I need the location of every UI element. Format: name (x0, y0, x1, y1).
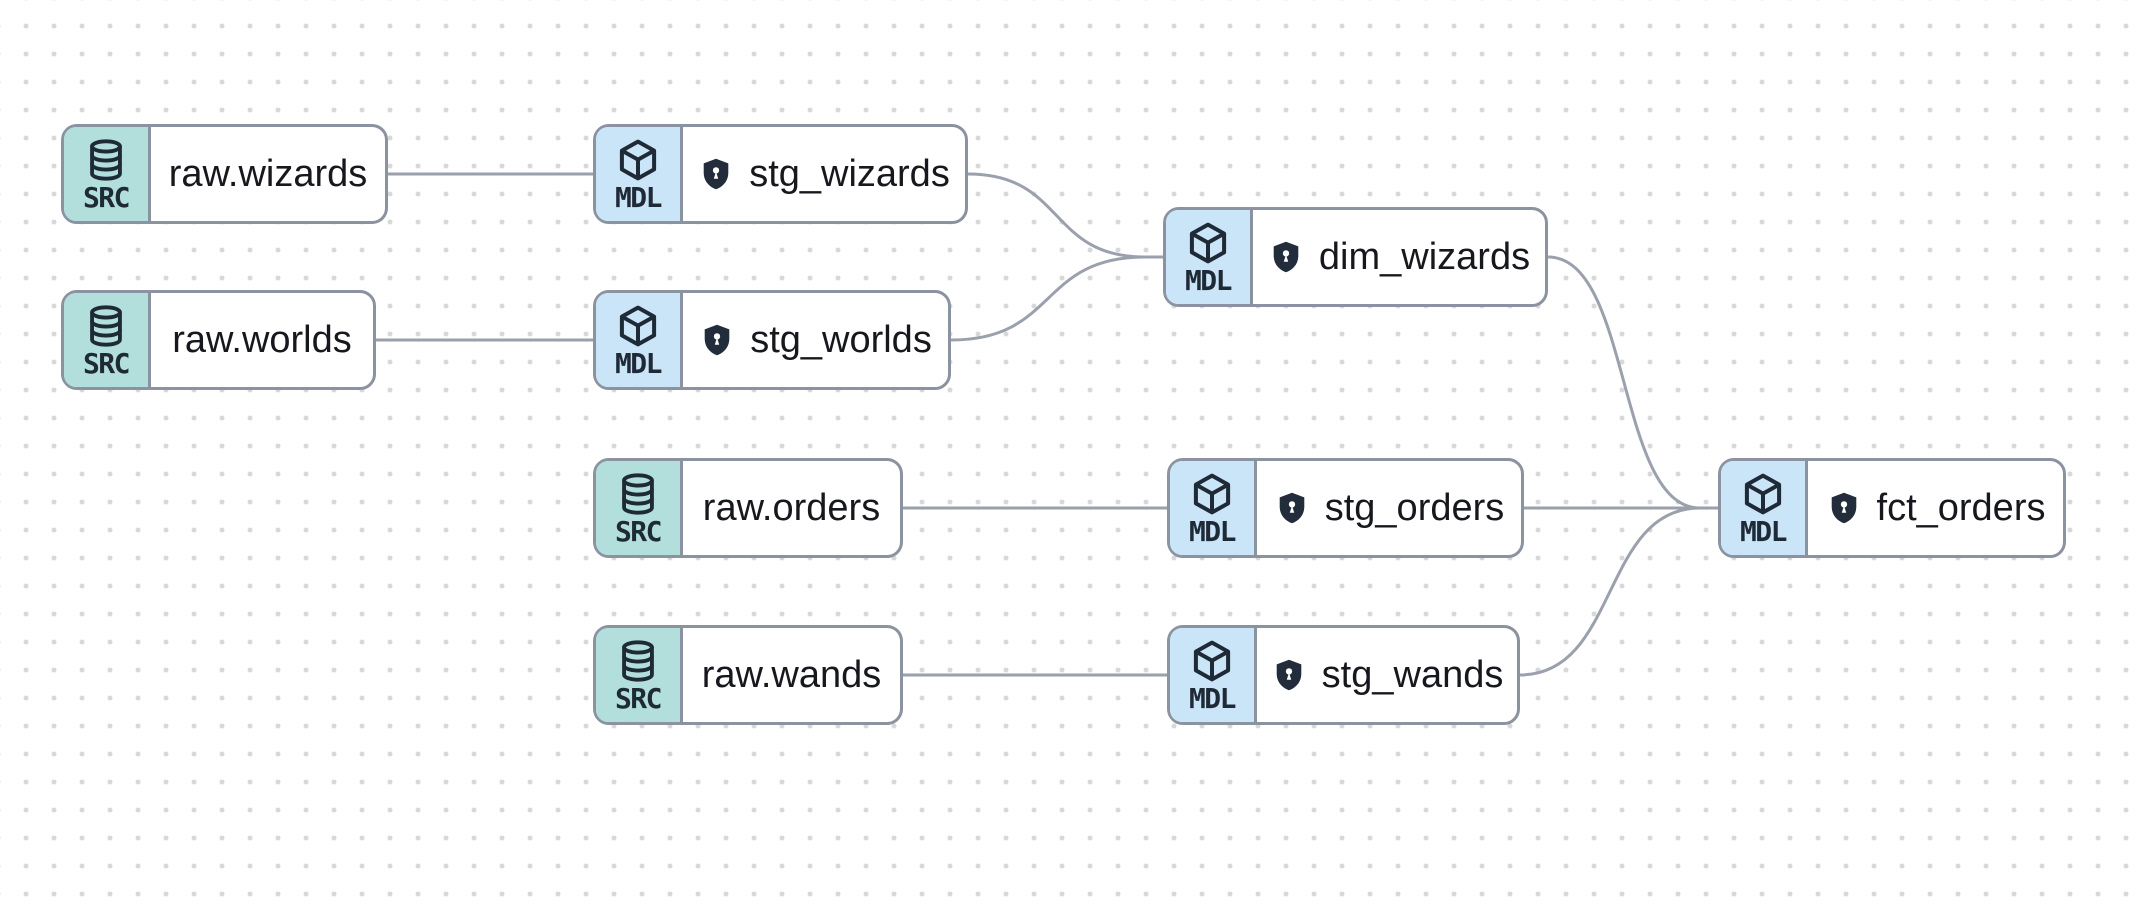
node-type-label: SRC (614, 681, 663, 715)
node-type-badge: SRC (596, 628, 683, 722)
node-type-label: SRC (82, 180, 131, 214)
node-raw_orders[interactable]: SRC raw.orders (593, 458, 903, 558)
node-type-label: SRC (614, 514, 663, 548)
node-type-badge: MDL (1170, 628, 1257, 722)
node-type-label: MDL (1188, 514, 1237, 548)
node-type-label: MDL (614, 346, 663, 380)
model-icon (1189, 471, 1235, 517)
node-type-badge: SRC (596, 461, 683, 555)
node-type-badge: MDL (596, 127, 683, 221)
node-type-label: SRC (82, 346, 131, 380)
node-raw_wizards[interactable]: SRC raw.wizards (61, 124, 388, 224)
edge-stg_worlds-to-dim_wizards (950, 255, 1163, 342)
node-type-badge: MDL (1170, 461, 1257, 555)
node-stg_wizards[interactable]: MDL stg_wizards (593, 124, 968, 224)
node-type-badge: SRC (64, 127, 151, 221)
edge-dim_wizards-to-fct_orders (1547, 255, 1718, 510)
node-label: raw.wands (701, 654, 882, 696)
model-icon (615, 137, 661, 183)
model-icon (1189, 638, 1235, 684)
shield-icon (1274, 488, 1310, 528)
node-label: stg_wands (1321, 654, 1504, 696)
database-icon (84, 303, 128, 349)
node-dim_wizards[interactable]: MDL dim_wizards (1163, 207, 1548, 307)
node-label: raw.worlds (172, 319, 352, 361)
node-raw_wands[interactable]: SRC raw.wands (593, 625, 903, 725)
node-label: stg_wizards (749, 153, 950, 195)
node-type-label: MDL (1184, 263, 1233, 297)
shield-icon (1268, 237, 1304, 277)
node-type-label: MDL (1188, 681, 1237, 715)
node-label: raw.orders (702, 487, 881, 529)
node-label: fct_orders (1876, 487, 2046, 529)
node-type-label: MDL (1739, 514, 1788, 548)
node-type-badge: MDL (1166, 210, 1253, 304)
node-raw_worlds[interactable]: SRC raw.worlds (61, 290, 376, 390)
node-stg_wands[interactable]: MDL stg_wands (1167, 625, 1520, 725)
node-type-badge: MDL (596, 293, 683, 387)
node-label: stg_worlds (750, 319, 932, 361)
edge-stg_wizards-to-dim_wizards (967, 172, 1163, 259)
database-icon (616, 638, 660, 684)
node-label: stg_orders (1324, 487, 1505, 529)
node-stg_orders[interactable]: MDL stg_orders (1167, 458, 1524, 558)
node-stg_worlds[interactable]: MDL stg_worlds (593, 290, 951, 390)
node-label: dim_wizards (1318, 236, 1531, 278)
shield-icon (1826, 488, 1862, 528)
node-fct_orders[interactable]: MDL fct_orders (1718, 458, 2066, 558)
node-label: raw.wizards (168, 153, 368, 195)
node-type-badge: SRC (64, 293, 151, 387)
model-icon (615, 303, 661, 349)
shield-icon (1271, 655, 1307, 695)
node-type-badge: MDL (1721, 461, 1808, 555)
database-icon (616, 471, 660, 517)
shield-icon (699, 320, 735, 360)
model-icon (1740, 471, 1786, 517)
model-icon (1185, 220, 1231, 266)
database-icon (84, 137, 128, 183)
edge-stg_wands-to-fct_orders (1519, 506, 1718, 677)
shield-icon (698, 154, 734, 194)
node-type-label: MDL (614, 180, 663, 214)
